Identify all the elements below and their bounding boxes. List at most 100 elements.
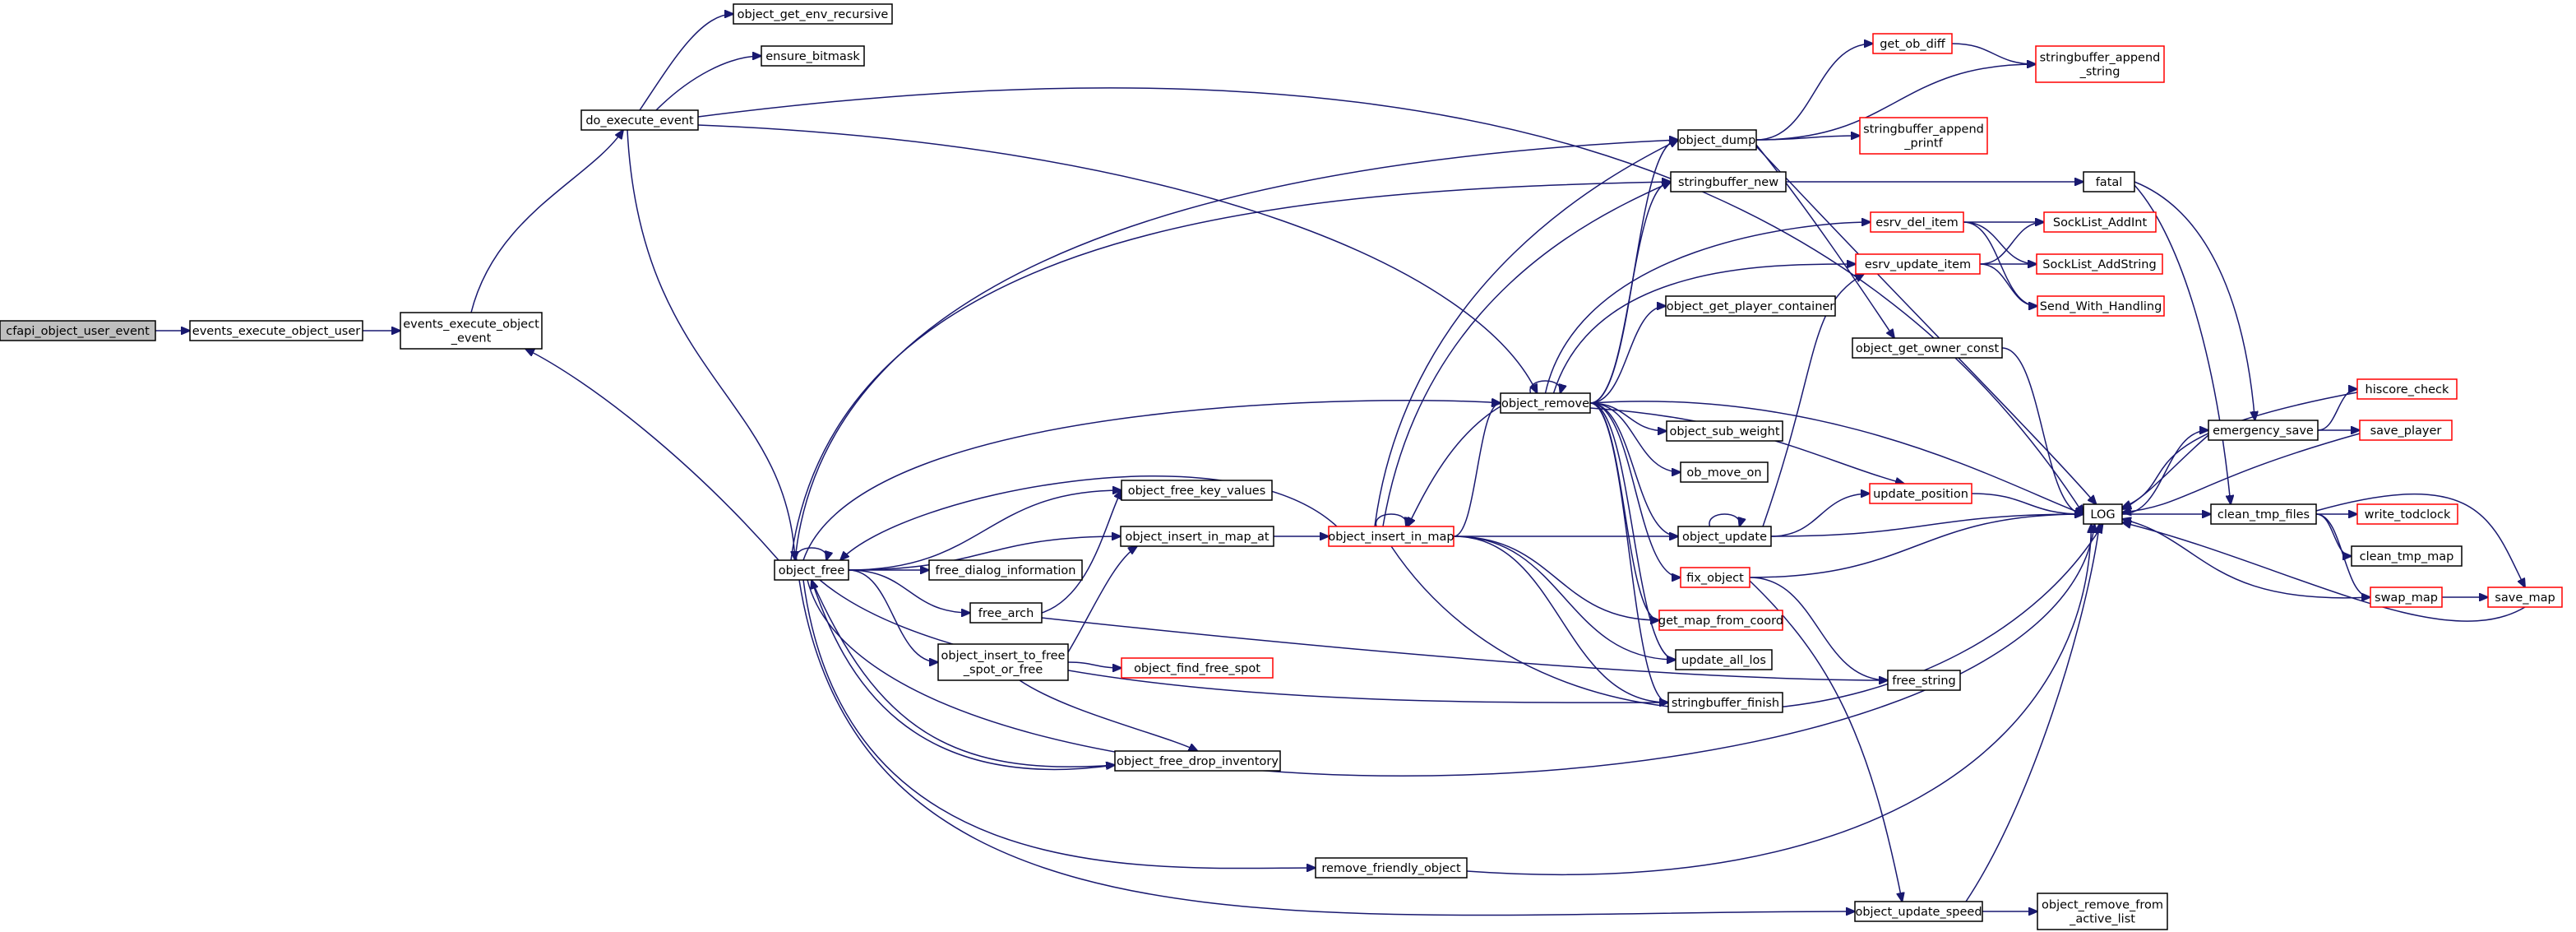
graph-node-fatal[interactable]: fatal [2083, 171, 2135, 192]
graph-node-ob-move-on[interactable]: ob_move_on [1680, 461, 1769, 483]
node-box [1869, 483, 1972, 504]
graph-node-get-map-from-coord[interactable]: get_map_from_coord [1658, 610, 1783, 631]
node-label: save_map [2495, 591, 2555, 605]
edge-object-update-to-LOG [1770, 514, 2083, 537]
graph-node-events-execute-object-user[interactable]: events_execute_object_user [189, 320, 363, 341]
node-label: object_remove [1501, 397, 1589, 410]
edge-object-remove-to-update-all-los [1589, 402, 1676, 660]
node-box [2037, 893, 2168, 930]
edge-object-update-to-update-position [1770, 494, 1870, 537]
edge-object-dump-to-stringbuffer-append-string [1755, 64, 2036, 141]
graph-node-LOG[interactable]: LOG [2083, 503, 2123, 525]
edges-layer [155, 14, 2525, 916]
graph-node-esrv-update-item[interactable]: esrv_update_item [1855, 253, 1981, 275]
graph-node-free-arch[interactable]: free_arch [969, 602, 1043, 624]
node-label: object_insert_in_map [1328, 531, 1454, 544]
graph-node-update-position[interactable]: update_position [1869, 483, 1972, 504]
node-label: ob_move_on [1686, 466, 1761, 480]
node-box [1315, 857, 1468, 879]
node-label: object_free [779, 564, 845, 577]
graph-node-object-sub-weight[interactable]: object_sub_weight [1666, 420, 1783, 442]
graph-node-object-insert-in-map-at[interactable]: object_insert_in_map_at [1120, 526, 1274, 547]
graph-node-Send-With-Handling[interactable]: Send_With_Handling [2037, 295, 2165, 317]
graph-node-stringbuffer-append-string[interactable]: stringbuffer_append_string [2035, 45, 2165, 83]
edge-object-free-to-object-insert-to-free-spot-or-free [848, 569, 938, 662]
graph-node-object-dump[interactable]: object_dump [1677, 129, 1757, 151]
edge-object-free-to-free-arch [848, 569, 970, 613]
node-box [2083, 503, 2123, 525]
graph-node-free-dialog-information[interactable]: free_dialog_information [928, 559, 1083, 581]
graph-node-esrv-del-item[interactable]: esrv_del_item [1870, 211, 1964, 233]
graph-node-object-insert-in-map[interactable]: object_insert_in_map [1328, 526, 1454, 547]
graph-node-object-get-env-recursive[interactable]: object_get_env_recursive [733, 3, 893, 25]
graph-node-save-player[interactable]: save_player [2359, 420, 2453, 441]
edge-object-free-drop-inventory-to-object-free [812, 580, 1116, 771]
graph-node-object-free[interactable]: object_free [774, 559, 849, 581]
graph-node-SockList-AddString[interactable]: SockList_AddString [2036, 253, 2163, 275]
graph-node-remove-friendly-object[interactable]: remove_friendly_object [1315, 857, 1468, 879]
node-box [774, 559, 849, 581]
node-label: object_free_drop_inventory [1117, 755, 1279, 768]
graph-node-write-todclock[interactable]: write_todclock [2356, 503, 2458, 525]
node-label: _printf [1903, 137, 1943, 151]
edge-clean-tmp-files-to-save-map [2315, 493, 2525, 587]
edge-object-remove-to-update-position [1589, 407, 1904, 484]
graph-node-stringbuffer-append-printf[interactable]: stringbuffer_append_printf [1859, 117, 1988, 155]
graph-node-get-ob-diff[interactable]: get_ob_diff [1872, 33, 1953, 54]
node-label: swap_map [2375, 591, 2438, 605]
graph-node-object-find-free-spot[interactable]: object_find_free_spot [1121, 657, 1274, 679]
graph-node-events-execute-object-event[interactable]: events_execute_object_event [400, 312, 543, 350]
node-label: esrv_del_item [1875, 216, 1958, 230]
graph-node-do-execute-event[interactable]: do_execute_event [580, 109, 699, 131]
node-label: object_update [1682, 531, 1767, 544]
edge-get-ob-diff-to-stringbuffer-append-string [1951, 43, 2036, 64]
graph-node-object-remove-from-active-list[interactable]: object_remove_from_active_list [2037, 893, 2168, 930]
node-box [2370, 587, 2443, 608]
node-label: esrv_update_item [1865, 258, 1971, 271]
node-box [1855, 253, 1981, 275]
graph-node-emergency-save[interactable]: emergency_save [2208, 420, 2319, 441]
graph-node-object-insert-to-free-spot-or-free[interactable]: object_insert_to_free_spot_or_free [937, 643, 1069, 681]
graph-node-object-free-drop-inventory[interactable]: object_free_drop_inventory [1114, 750, 1281, 772]
graph-node-ensure-bitmask[interactable]: ensure_bitmask [761, 45, 865, 67]
node-box [1680, 461, 1769, 483]
graph-node-object-update-speed[interactable]: object_update_speed [1854, 901, 1983, 922]
edge-fatal-to-emergency-save [2134, 181, 2255, 420]
graph-node-stringbuffer-finish[interactable]: stringbuffer_finish [1667, 692, 1783, 713]
graph-node-stringbuffer-new[interactable]: stringbuffer_new [1670, 171, 1787, 192]
graph-node-update-all-los[interactable]: update_all_los [1675, 649, 1773, 670]
edge-object-update-speed-to-LOG [1965, 524, 2100, 902]
graph-node-clean-tmp-map[interactable]: clean_tmp_map [2351, 545, 2463, 567]
graph-node-object-get-owner-const[interactable]: object_get_owner_const [1852, 337, 2003, 359]
graph-node-clean-tmp-files[interactable]: clean_tmp_files [2210, 503, 2317, 525]
graph-node-swap-map[interactable]: swap_map [2370, 587, 2443, 608]
graph-node-object-remove[interactable]: object_remove [1500, 392, 1591, 414]
graph-node-object-get-player-container[interactable]: object_get_player_container [1665, 295, 1836, 317]
edge-hiscore-check-to-LOG [2122, 392, 2358, 508]
graph-node-save-map[interactable]: save_map [2487, 587, 2563, 608]
graph-node-object-free-key-values[interactable]: object_free_key_values [1121, 480, 1273, 501]
edge-object-free-to-object-dump [794, 140, 1678, 561]
node-box [937, 643, 1069, 681]
edge-object-insert-in-map-to-get-map-from-coord [1453, 536, 1659, 620]
node-box [1121, 657, 1274, 679]
node-box [1872, 33, 1953, 54]
edge-object-free-to-object-free-key-values [848, 490, 1122, 571]
edge-object-insert-to-free-spot-or-free-to-object-insert-in-map-at [1067, 546, 1137, 653]
node-label: do_execute_event [585, 114, 694, 128]
graph-node-SockList-AddInt[interactable]: SockList_AddInt [2043, 211, 2157, 233]
graph-node-object-update[interactable]: object_update [1677, 526, 1772, 547]
edge-do-execute-event-to-LOG [697, 87, 2083, 514]
graph-node-hiscore-check[interactable]: hiscore_check [2356, 378, 2458, 400]
graph-node-cfapi-object-user-event[interactable]: cfapi_object_user_event [0, 320, 156, 341]
graph-node-fix-object[interactable]: fix_object [1680, 567, 1750, 588]
graph-node-free-string[interactable]: free_string [1887, 670, 1961, 691]
node-label: object_dump [1679, 134, 1756, 147]
node-label: _string [2079, 66, 2120, 79]
edge-object-insert-in-map-to-stringbuffer-finish [1453, 536, 1668, 702]
edge-object-insert-in-map-to-stringbuffer-new [1382, 182, 1671, 527]
edge-object-remove-to-ob-move-on [1589, 402, 1681, 472]
node-box [400, 312, 543, 350]
node-box [2351, 545, 2463, 567]
node-label: _event [451, 332, 492, 345]
